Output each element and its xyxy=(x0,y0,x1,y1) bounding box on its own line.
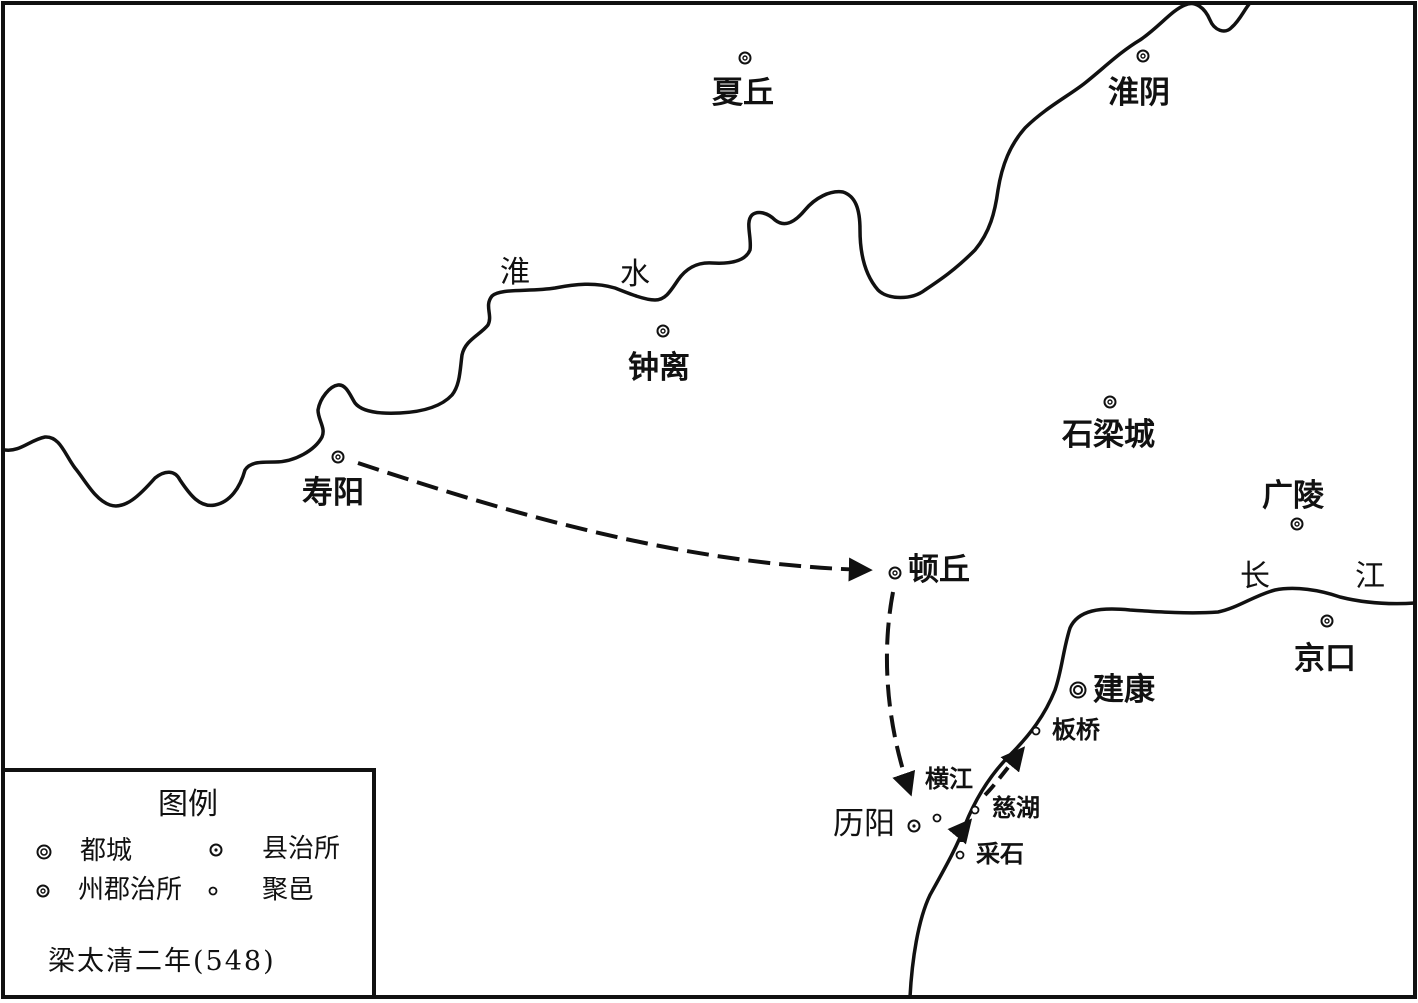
place-marker-hengjiang xyxy=(932,813,942,823)
route-arrow-cihu-banqiao xyxy=(983,746,1026,797)
place-marker-shouyang xyxy=(331,450,345,464)
legend-box xyxy=(1,768,376,999)
place-marker-dunqiu xyxy=(888,566,902,580)
place-label-hengjiang: 横江 xyxy=(925,765,973,793)
place-marker-xiaqiu xyxy=(738,51,752,65)
legend-title: 图例 xyxy=(158,787,218,822)
place-label-huaiyin: 淮阴 xyxy=(1108,75,1170,111)
huai-river-label-2: 水 xyxy=(620,257,650,292)
place-label-shouyang: 寿阳 xyxy=(302,475,364,511)
place-label-jiankang: 建康 xyxy=(1093,672,1155,708)
place-marker-banqiao xyxy=(1031,726,1041,736)
place-marker-jingkou xyxy=(1320,614,1334,628)
legend-symbol-capital xyxy=(36,844,52,860)
place-marker-huaiyin xyxy=(1136,49,1150,63)
place-label-jingkou: 京口 xyxy=(1294,641,1356,677)
huai-river-label-1: 淮 xyxy=(500,255,530,290)
route-arrow-dunqiu-hengjiang xyxy=(884,591,916,797)
place-label-banqiao: 板桥 xyxy=(1052,716,1100,744)
place-label-xiaqiu: 夏丘 xyxy=(712,75,774,111)
legend-label-county: 县治所 xyxy=(262,834,341,864)
place-marker-cihu xyxy=(970,805,980,815)
place-label-cihu: 慈湖 xyxy=(992,794,1040,822)
place-marker-liyang xyxy=(907,819,921,833)
legend-label-capital: 都城 xyxy=(80,836,133,866)
huai-river-line xyxy=(3,1,1252,508)
place-marker-shiliangcheng xyxy=(1103,395,1117,409)
legend-label-settlement: 聚邑 xyxy=(262,875,315,905)
place-label-caishi: 采石 xyxy=(976,840,1024,868)
place-label-shiliangcheng: 石梁城 xyxy=(1062,417,1155,453)
route-arrow-caishi-cihu xyxy=(947,818,973,845)
route-arrow-shouyang-dunqiu xyxy=(357,461,873,582)
place-marker-zhongli xyxy=(656,324,670,338)
legend-symbol-settlement xyxy=(208,886,218,896)
place-label-dunqiu: 顿丘 xyxy=(908,552,970,588)
place-marker-jiankang xyxy=(1069,681,1087,699)
place-label-zhongli: 钟离 xyxy=(628,350,690,386)
legend-symbol-county xyxy=(209,843,223,857)
place-label-liyang: 历阳 xyxy=(833,806,895,842)
yangtze-river-label-2: 江 xyxy=(1355,559,1385,594)
place-label-guangling: 广陵 xyxy=(1262,478,1324,514)
legend-period: 梁太清二年(548) xyxy=(48,946,276,977)
legend-label-prefecture: 州郡治所 xyxy=(78,875,183,905)
legend-symbol-prefecture xyxy=(36,884,50,898)
yangtze-river-line xyxy=(908,586,1417,999)
place-marker-caishi xyxy=(955,850,965,860)
place-marker-guangling xyxy=(1290,517,1304,531)
yangtze-river-label-1: 长 xyxy=(1240,559,1270,594)
